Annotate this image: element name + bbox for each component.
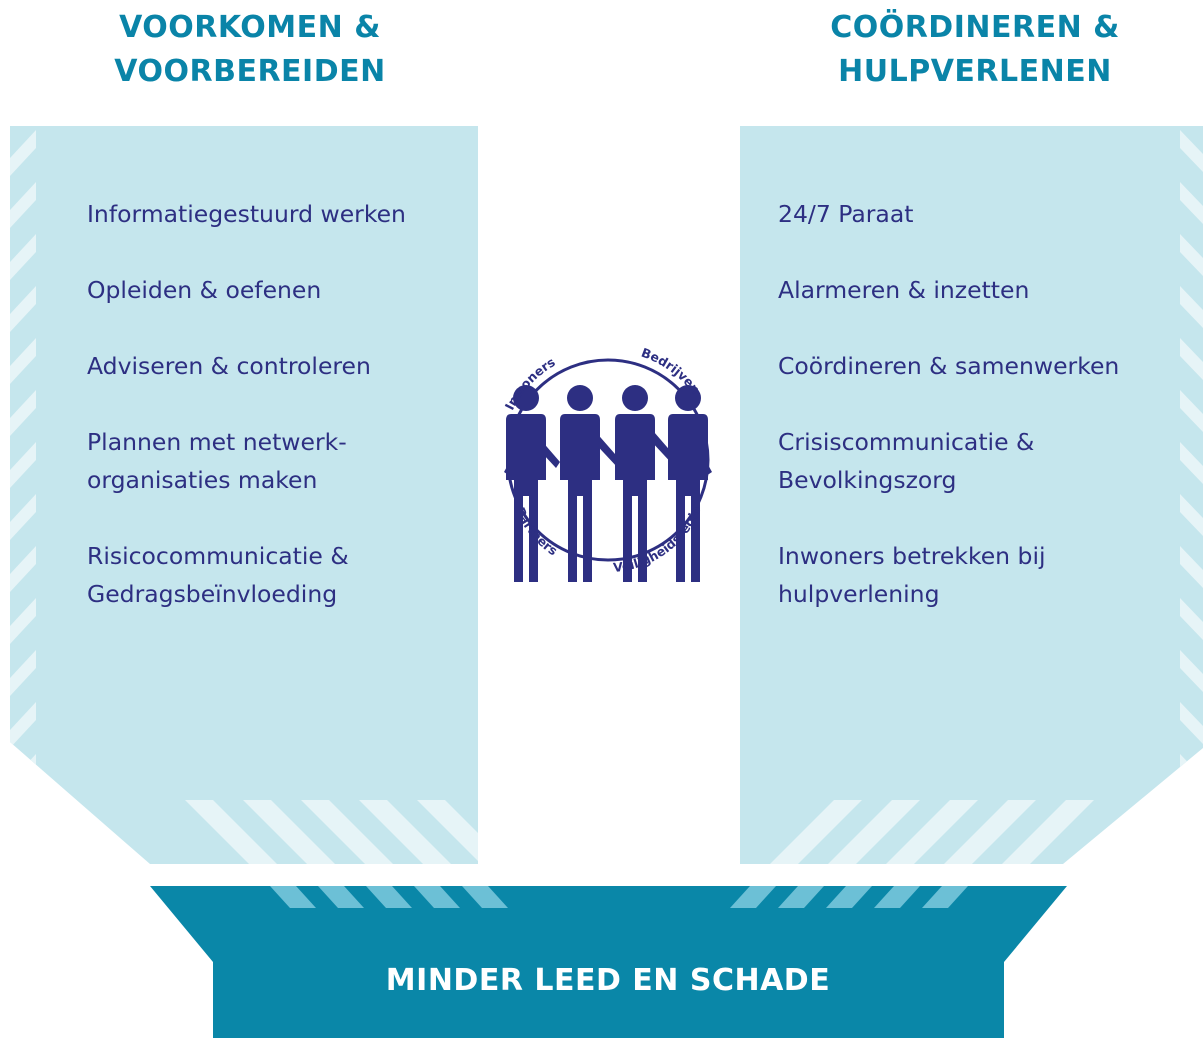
right-column-list: 24/7 Paraat Alarmeren & inzetten Coördin…: [778, 195, 1198, 651]
item-line: Gedragsbeïnvloeding: [87, 580, 338, 608]
list-item: 24/7 Paraat: [778, 195, 1198, 233]
left-column-list: Informatiegestuurd werken Opleiden & oef…: [87, 195, 467, 651]
stripe: [1180, 546, 1203, 588]
stripe: [10, 702, 36, 748]
item-line: Bevolkingszorg: [778, 466, 957, 494]
stripe: [10, 130, 36, 176]
bottom-banner-stripes: [270, 886, 968, 908]
stripe: [1180, 182, 1203, 224]
stripe: [1180, 754, 1203, 796]
list-item: Opleiden & oefenen: [87, 271, 467, 309]
stripe: [1180, 338, 1203, 380]
item-line: Risicocommunicatie &: [87, 542, 349, 570]
stripe: [301, 800, 393, 864]
bottom-banner: [150, 886, 1067, 1038]
stripe: [243, 800, 335, 864]
stripe: [10, 286, 36, 332]
stripe: [1180, 442, 1203, 484]
item-line: Adviseren & controleren: [87, 352, 371, 380]
stripe: [417, 800, 478, 864]
stripe: [828, 800, 920, 864]
stripe: [414, 886, 460, 908]
right-column-title: COÖRDINEREN & HULPVERLENEN: [815, 6, 1135, 94]
stripe: [1180, 286, 1203, 328]
left-title-line: VOORBEREIDEN: [114, 54, 386, 89]
stripe: [778, 886, 824, 908]
stripe: [366, 886, 412, 908]
stripe: [730, 886, 776, 908]
item-line: Opleiden & oefenen: [87, 276, 322, 304]
stripe: [944, 800, 1036, 864]
stripe: [770, 800, 862, 864]
left-panel-stripes: [10, 130, 478, 864]
stripe: [1180, 130, 1203, 172]
stripe: [10, 598, 36, 644]
stripe: [359, 800, 451, 864]
list-item: Coördineren & samenwerken: [778, 347, 1198, 385]
stripe: [1180, 598, 1203, 640]
stripe: [10, 442, 36, 488]
left-column-title: VOORKOMEN & VOORBEREIDEN: [90, 6, 410, 94]
left-title-line: VOORKOMEN &: [119, 10, 381, 45]
right-title-line: HULPVERLENEN: [838, 54, 1112, 89]
stripe: [10, 234, 36, 280]
item-line: Crisiscommunicatie &: [778, 428, 1035, 456]
bottom-banner-label: MINDER LEED EN SCHADE: [385, 963, 831, 998]
item-line: Informatiegestuurd werken: [87, 200, 406, 228]
community-logo: Inwoners Bedrijven Partners Veiligheidsr…: [502, 345, 712, 582]
stripe: [10, 754, 36, 800]
stripe: [10, 650, 36, 696]
stripe: [10, 546, 36, 592]
stripe: [318, 886, 364, 908]
stripe: [922, 886, 968, 908]
list-item: Adviseren & controleren: [87, 347, 467, 385]
logo-label-top-right: Bedrijven: [639, 345, 703, 397]
item-line: organisaties maken: [87, 466, 318, 494]
stripe: [1180, 494, 1203, 536]
stripe: [10, 390, 36, 436]
stripe: [1180, 650, 1203, 692]
stripe: [886, 800, 978, 864]
item-line: Coördineren & samenwerken: [778, 352, 1120, 380]
list-item: Inwoners betrekken bij hulpverlening: [778, 537, 1198, 613]
stripe: [874, 886, 920, 908]
item-line: Plannen met netwerk-: [87, 428, 347, 456]
right-panel-stripes: [770, 130, 1203, 864]
right-panel: [740, 126, 1203, 864]
list-item: Risicocommunicatie & Gedragsbeïnvloeding: [87, 537, 467, 613]
list-item: Alarmeren & inzetten: [778, 271, 1198, 309]
item-line: hulpverlening: [778, 580, 940, 608]
stripe: [1180, 234, 1203, 276]
right-title-line: COÖRDINEREN &: [830, 10, 1120, 45]
stripe: [270, 886, 316, 908]
people-icon: [504, 385, 712, 582]
item-line: Alarmeren & inzetten: [778, 276, 1030, 304]
list-item: Informatiegestuurd werken: [87, 195, 467, 233]
stripe: [10, 338, 36, 384]
list-item: Crisiscommunicatie & Bevolkingszorg: [778, 423, 1198, 499]
list-item: Plannen met netwerk-organisaties maken: [87, 423, 467, 499]
stripe: [185, 800, 277, 864]
item-line: Inwoners betrekken bij: [778, 542, 1046, 570]
stripe: [462, 886, 508, 908]
stripe: [1002, 800, 1094, 864]
stripe: [1180, 390, 1203, 432]
stripe: [826, 886, 872, 908]
left-panel: [10, 126, 478, 864]
item-line: 24/7 Paraat: [778, 200, 914, 228]
stripe: [10, 182, 36, 228]
stripe: [1180, 702, 1203, 744]
stripe: [10, 494, 36, 540]
